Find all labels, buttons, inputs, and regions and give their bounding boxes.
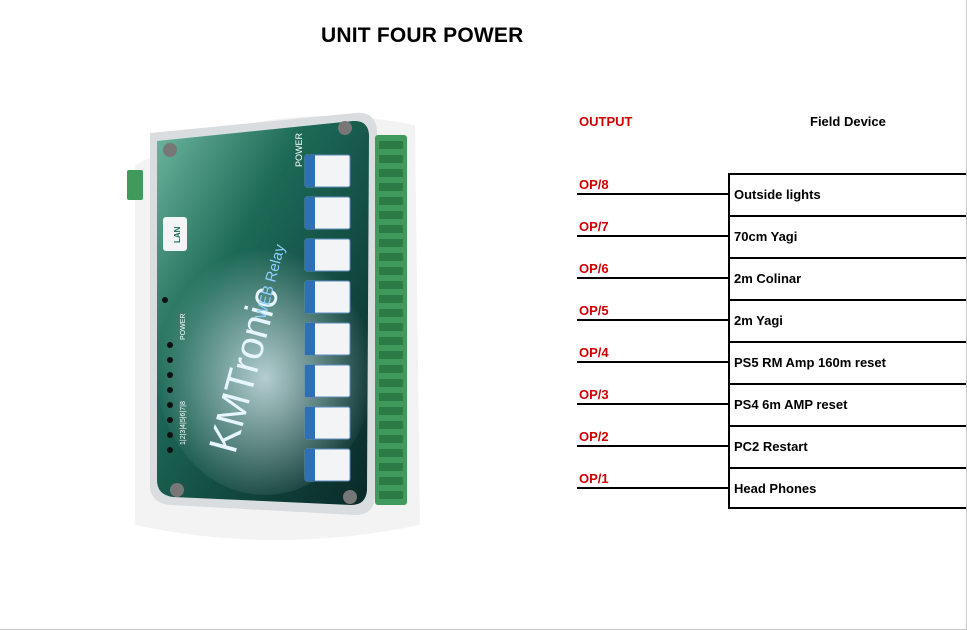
mapping-row: OP/4 PS5 RM Amp 160m reset — [0, 341, 967, 383]
mapping-row: OP/6 2m Colinar — [0, 257, 967, 299]
mapping-row: OP/5 2m Yagi — [0, 299, 967, 341]
mapping-row: OP/7 70cm Yagi — [0, 215, 967, 257]
field-device-label: PS5 RM Amp 160m reset — [734, 355, 886, 370]
output-label: OP/4 — [579, 345, 609, 360]
connector-line — [577, 277, 729, 279]
field-device-cell: PC2 Restart — [728, 425, 966, 467]
field-device-cell: PS5 RM Amp 160m reset — [728, 341, 966, 383]
field-device-label: PS4 6m AMP reset — [734, 397, 848, 412]
board-led-numbers: 1|2|3|4|5|6|7|8 — [180, 401, 187, 445]
field-device-cell: Outside lights — [728, 173, 966, 215]
board-lan-label: LAN — [173, 226, 182, 243]
field-device-label: 70cm Yagi — [734, 229, 798, 244]
connector-line — [577, 487, 729, 489]
output-label: OP/8 — [579, 177, 609, 192]
connector-line — [577, 361, 729, 363]
field-device-cell: 2m Colinar — [728, 257, 966, 299]
field-device-label: 2m Yagi — [734, 313, 783, 328]
field-device-label: 2m Colinar — [734, 271, 802, 286]
field-device-label: Outside lights — [734, 187, 821, 202]
mapping-row: OP/8 Outside lights — [0, 173, 967, 215]
connector-line — [577, 193, 729, 195]
output-label: OP/3 — [579, 387, 609, 402]
output-label: OP/6 — [579, 261, 609, 276]
connector-line — [577, 235, 729, 237]
output-label: OP/7 — [579, 219, 609, 234]
output-label: OP/5 — [579, 303, 609, 318]
field-device-label: PC2 Restart — [734, 439, 808, 454]
connector-line — [577, 319, 729, 321]
kmtronic-relay-board-image: POWER LAN POWER 1|2|3|4|5|6|7|8 KMTronic… — [127, 112, 420, 540]
field-device-cell: Head Phones — [728, 467, 966, 509]
field-device-cell: PS4 6m AMP reset — [728, 383, 966, 425]
connector-line — [577, 445, 729, 447]
output-column-header: OUTPUT — [579, 114, 633, 129]
mapping-row: OP/1 Head Phones — [0, 467, 967, 509]
field-device-label: Head Phones — [734, 481, 817, 496]
mapping-row: OP/3 PS4 6m AMP reset — [0, 383, 967, 425]
board-power-port-label: POWER — [294, 132, 304, 167]
board-power-label: POWER — [180, 314, 187, 340]
field-device-cell: 70cm Yagi — [728, 215, 966, 257]
mapping-row: OP/2 PC2 Restart — [0, 425, 967, 467]
field-device-cell: 2m Yagi — [728, 299, 966, 341]
output-label: OP/1 — [579, 471, 609, 486]
connector-line — [577, 403, 729, 405]
page-title: UNIT FOUR POWER — [321, 24, 524, 47]
output-label: OP/2 — [579, 429, 609, 444]
field-device-column-header: Field Device — [810, 114, 886, 129]
